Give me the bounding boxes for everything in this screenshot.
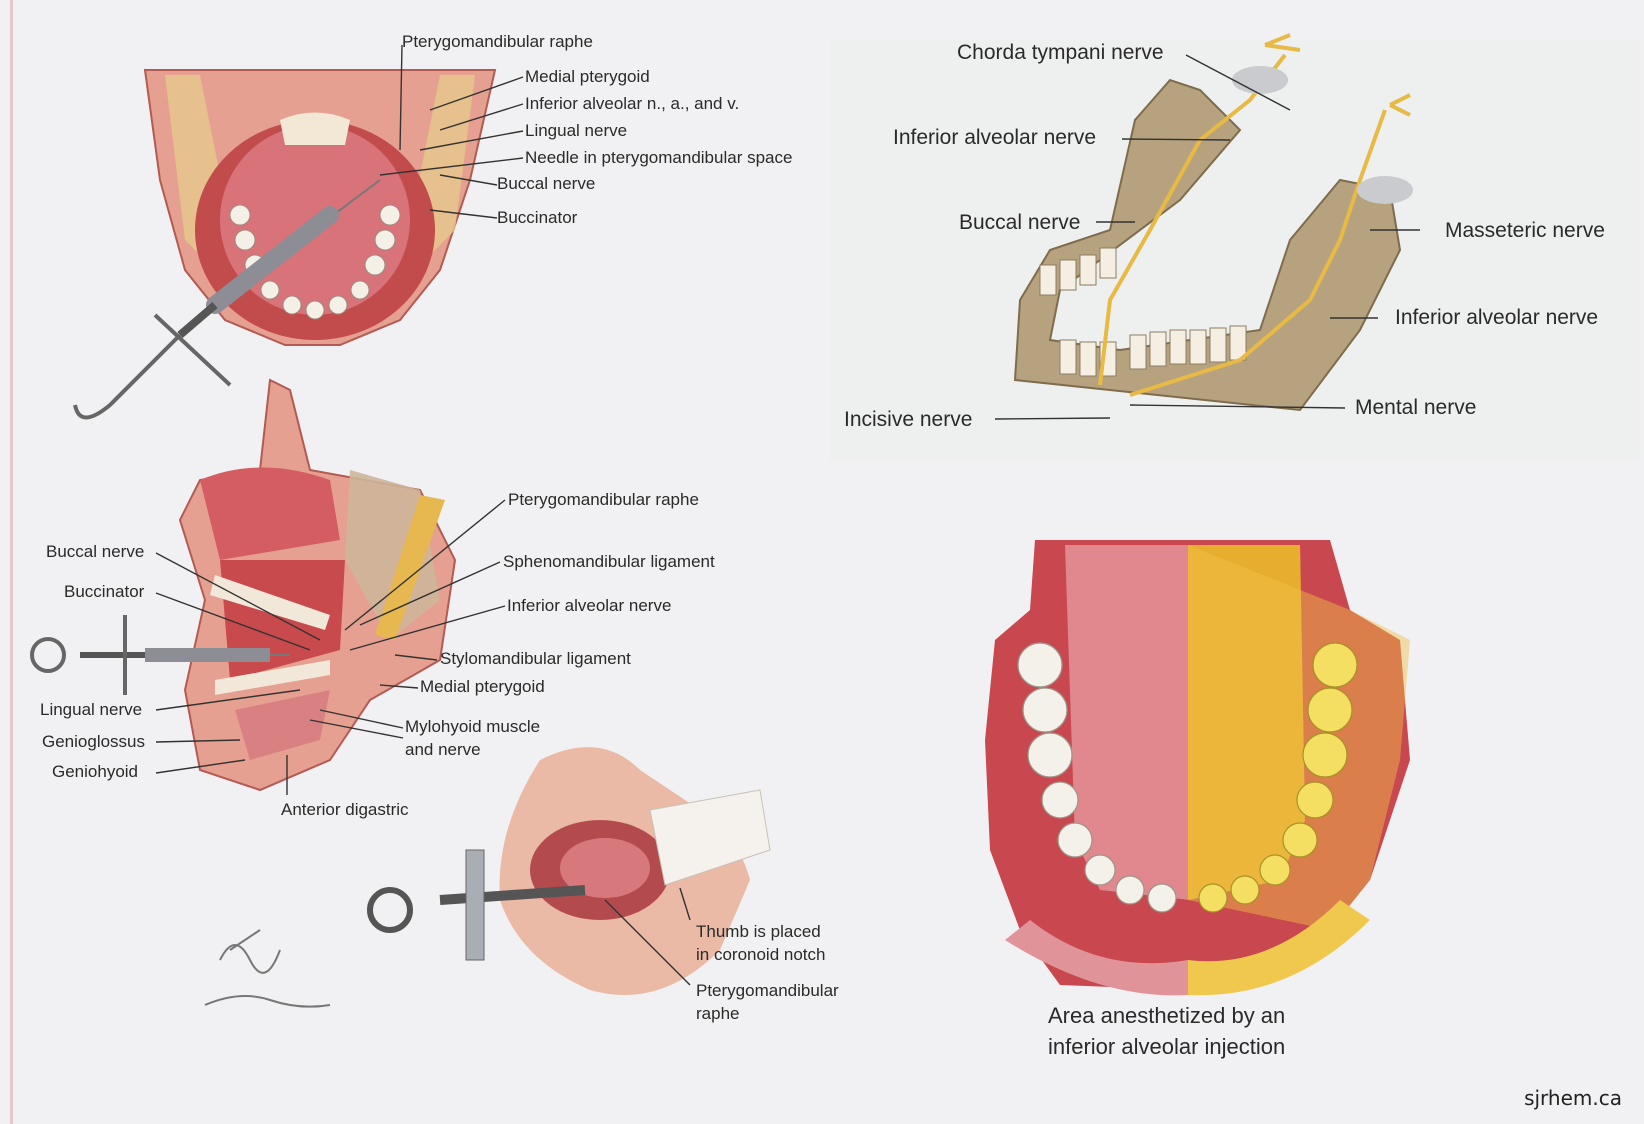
label-buccal-nerve: Buccal nerve (959, 211, 1080, 235)
label-mental-nerve: Mental nerve (1355, 396, 1476, 420)
label-medial-pterygoid: Medial pterygoid (525, 67, 650, 87)
anesthetized-area-illustration (985, 540, 1410, 995)
label-lingual-nerve: Lingual nerve (525, 121, 627, 141)
label-lingual-nerve: Lingual nerve (40, 700, 142, 720)
label-inferior-alveolar-nerve: Inferior alveolar nerve (507, 596, 671, 616)
label-medial-pterygoid: Medial pterygoid (420, 677, 545, 697)
caption-line-1: Area anesthetized by an (1048, 1000, 1285, 1031)
label-inferior-alveolar-nav: Inferior alveolar n., a., and v. (525, 94, 739, 114)
label-pterygomandibular: Pterygomandibular (696, 981, 839, 1001)
label-buccal-nerve: Buccal nerve (497, 174, 595, 194)
label-stylomandibular-ligament: Stylomandibular ligament (440, 649, 631, 669)
caption-line-2: inferior alveolar injection (1048, 1031, 1285, 1062)
mandible-illustration (830, 35, 1640, 460)
label-masseteric-nerve: Masseteric nerve (1445, 219, 1605, 243)
label-raphe: raphe (696, 1004, 739, 1024)
label-anterior-digastric: Anterior digastric (281, 800, 409, 820)
label-buccal-nerve: Buccal nerve (46, 542, 144, 562)
label-sphenomandibular-ligament: Sphenomandibular ligament (503, 552, 715, 572)
patient-injection-illustration (205, 747, 770, 1007)
label-buccinator: Buccinator (497, 208, 577, 228)
label-mylohyoid-muscle: Mylohyoid muscle (405, 717, 540, 737)
label-chorda-tympani-nerve: Chorda tympani nerve (957, 41, 1164, 65)
label-needle-in-space: Needle in pterygomandibular space (525, 148, 792, 168)
axial-section-illustration (75, 45, 523, 418)
label-inferior-alveolar-nerve-lower: Inferior alveolar nerve (1395, 306, 1598, 330)
label-pterygomandibular-raphe: Pterygomandibular raphe (402, 32, 593, 52)
label-geniohyoid: Geniohyoid (52, 762, 138, 782)
label-coronoid-notch: in coronoid notch (696, 945, 825, 965)
label-and-nerve: and nerve (405, 740, 481, 760)
watermark: sjrhem.ca (1524, 1086, 1622, 1110)
label-incisive-nerve: Incisive nerve (844, 408, 972, 432)
label-buccinator: Buccinator (64, 582, 144, 602)
label-pterygomandibular-raphe: Pterygomandibular raphe (508, 490, 699, 510)
label-genioglossus: Genioglossus (42, 732, 145, 752)
label-thumb-placed: Thumb is placed (696, 922, 821, 942)
anesthetized-caption: Area anesthetized by an inferior alveola… (1048, 1000, 1285, 1062)
label-inferior-alveolar-nerve-upper: Inferior alveolar nerve (893, 126, 1096, 150)
